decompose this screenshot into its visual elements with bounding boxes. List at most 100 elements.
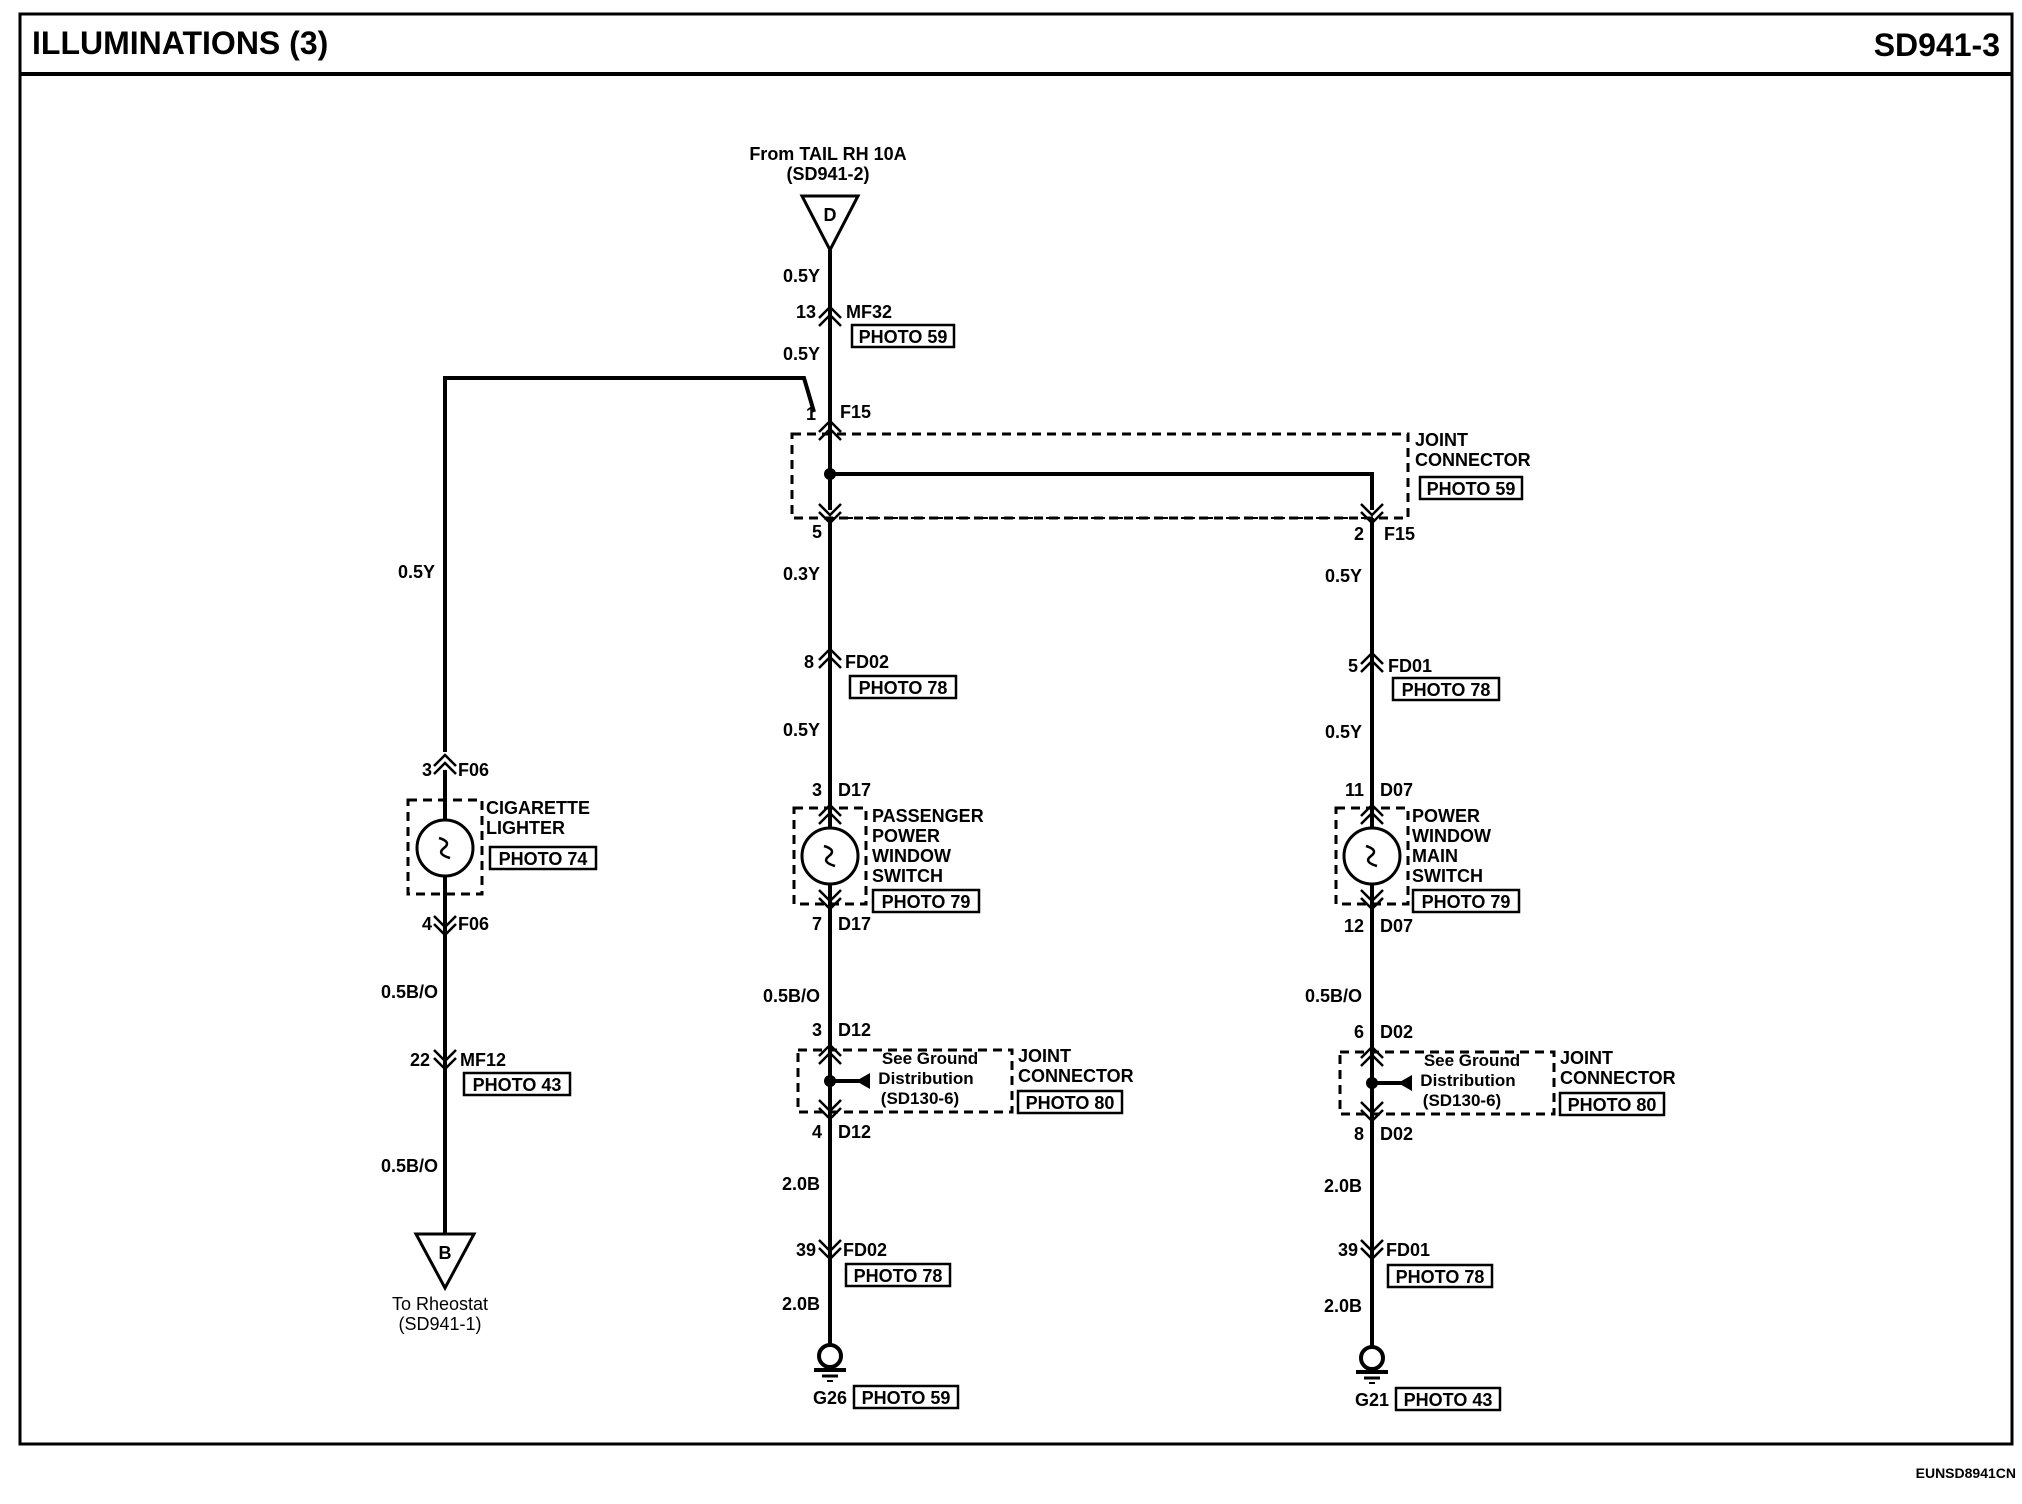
cigarette-lighter-photo: PHOTO 74 bbox=[499, 849, 588, 869]
passenger-switch-label-2: POWER bbox=[872, 826, 940, 846]
right-jc-in-name: D02 bbox=[1380, 1022, 1413, 1042]
center-jc-out-name: D12 bbox=[838, 1122, 871, 1142]
center-wire-spec-d: 2.0B bbox=[782, 1174, 820, 1194]
fd01-bottom-connector bbox=[1360, 1239, 1384, 1253]
center-fd-name: FD02 bbox=[845, 652, 889, 672]
mf32-pin: 13 bbox=[796, 302, 816, 322]
fd02-top-connector bbox=[818, 647, 842, 661]
joint-top-in-name: F15 bbox=[840, 402, 871, 422]
center-ground-arrow-icon bbox=[856, 1073, 870, 1089]
center-wire-spec-b: 0.5Y bbox=[783, 720, 820, 740]
diagram-code: SD941-3 bbox=[1874, 27, 2000, 63]
right-ground-note-3: (SD130-6) bbox=[1423, 1091, 1501, 1110]
right-ground-joint-box bbox=[1338, 1050, 1556, 1116]
left-wire-spec-mid: 0.5B/O bbox=[381, 982, 438, 1002]
left-out-name: F06 bbox=[458, 914, 489, 934]
center-sw-out-name: D17 bbox=[838, 914, 871, 934]
ground-g26-icon bbox=[817, 1343, 843, 1369]
passenger-switch-photo: PHOTO 79 bbox=[882, 892, 971, 912]
right-fd2-photo: PHOTO 78 bbox=[1396, 1267, 1485, 1287]
left-in-name: F06 bbox=[458, 760, 489, 780]
center-wire-spec-a: 0.3Y bbox=[783, 564, 820, 584]
joint-top-out-right-pin: 2 bbox=[1354, 524, 1364, 544]
source-terminal-letter: D bbox=[824, 205, 837, 225]
joint-top-out-right-name: F15 bbox=[1384, 524, 1415, 544]
destination-label: To Rheostat bbox=[392, 1294, 488, 1314]
passenger-switch-photo-box bbox=[871, 888, 981, 914]
main-switch-label-4: SWITCH bbox=[1412, 866, 1483, 886]
right-jc-label-2: CONNECTOR bbox=[1560, 1068, 1676, 1088]
right-jc-out-pin: 8 bbox=[1354, 1124, 1364, 1144]
center-jc-label-2: CONNECTOR bbox=[1018, 1066, 1134, 1086]
center-sw-in-pin: 3 bbox=[812, 780, 822, 800]
right-sw-in-pin: 11 bbox=[1345, 780, 1364, 800]
passenger-switch-box bbox=[792, 806, 868, 906]
right-jc-out-name: D02 bbox=[1380, 1124, 1413, 1144]
right-fd2-name: FD01 bbox=[1386, 1240, 1430, 1260]
passenger-switch-label-1: PASSENGER bbox=[872, 806, 984, 826]
fd02-bottom-connector bbox=[818, 1239, 842, 1253]
right-wire-spec-a: 0.5Y bbox=[1325, 566, 1362, 586]
source-label: From TAIL RH 10A bbox=[749, 144, 906, 164]
mf32-connector bbox=[818, 305, 842, 319]
center-wire-spec-e: 2.0B bbox=[782, 1294, 820, 1314]
center-fd-pin: 8 bbox=[804, 652, 814, 672]
destination-terminal-b bbox=[413, 1232, 477, 1292]
center-fd2-name: FD02 bbox=[843, 1240, 887, 1260]
center-jc-in-name: D12 bbox=[838, 1020, 871, 1040]
cigarette-lighter-label-1: CIGARETTE bbox=[486, 798, 590, 818]
right-ground-note-1: See Ground bbox=[1424, 1051, 1520, 1070]
mf12-photo: PHOTO 43 bbox=[473, 1075, 562, 1095]
cigarette-lighter-label-2: LIGHTER bbox=[486, 818, 565, 838]
left-wire-spec-bottom: 0.5B/O bbox=[381, 1156, 438, 1176]
right-ground-note-2: Distribution bbox=[1420, 1071, 1515, 1090]
f06-in-connector bbox=[433, 753, 457, 767]
center-wire-spec-c: 0.5B/O bbox=[763, 986, 820, 1006]
right-sw-in-name: D07 bbox=[1380, 780, 1413, 800]
main-switch-box bbox=[1334, 806, 1410, 906]
joint-top-out-left-pin: 5 bbox=[812, 522, 822, 542]
mf32-name: MF32 bbox=[846, 302, 892, 322]
mf12-photo-box bbox=[462, 1071, 572, 1097]
right-fd2-photo-box bbox=[1386, 1263, 1494, 1289]
diagram-frame bbox=[18, 12, 2014, 1446]
joint-top-in-pin: 1 bbox=[806, 404, 816, 424]
trunk-wire-spec-top: 0.5Y bbox=[783, 266, 820, 286]
joint-top-in-connector bbox=[818, 419, 842, 433]
center-sw-out-pin: 7 bbox=[812, 914, 822, 934]
right-fd-photo-box bbox=[1391, 676, 1501, 702]
right-wire-spec-e: 2.0B bbox=[1324, 1296, 1362, 1316]
main-switch-photo: PHOTO 79 bbox=[1422, 892, 1511, 912]
main-switch-photo-box bbox=[1411, 888, 1521, 914]
right-fd-pin: 5 bbox=[1348, 656, 1358, 676]
passenger-switch-label-3: WINDOW bbox=[872, 846, 951, 866]
center-jc-photo: PHOTO 80 bbox=[1026, 1093, 1115, 1113]
f06-out-connector bbox=[433, 915, 457, 929]
trunk-wire-spec-mid: 0.5Y bbox=[783, 344, 820, 364]
center-sw-in-name: D17 bbox=[838, 780, 871, 800]
ground-g21-icon bbox=[1359, 1345, 1385, 1371]
joint-top-label-1: JOINT bbox=[1415, 430, 1468, 450]
diagram-title: ILLUMINATIONS (3) bbox=[32, 25, 328, 61]
center-ground-note-3: (SD130-6) bbox=[881, 1089, 959, 1108]
right-jc-photo: PHOTO 80 bbox=[1568, 1095, 1657, 1115]
fd01-top-connector bbox=[1360, 651, 1384, 665]
center-fd2-photo-box bbox=[844, 1262, 952, 1288]
passenger-switch-label-4: SWITCH bbox=[872, 866, 943, 886]
left-feed-wire bbox=[443, 376, 816, 752]
main-switch-label-1: POWER bbox=[1412, 806, 1480, 826]
center-jc-in-pin: 3 bbox=[812, 1020, 822, 1040]
joint-top-out-right bbox=[1360, 503, 1384, 517]
right-fd-name: FD01 bbox=[1388, 656, 1432, 676]
mf32-photo-box bbox=[850, 323, 956, 349]
center-fd2-pin: 39 bbox=[796, 1240, 816, 1260]
center-fd-photo: PHOTO 78 bbox=[859, 678, 948, 698]
mf12-pin: 22 bbox=[410, 1050, 430, 1070]
right-fd-photo: PHOTO 78 bbox=[1402, 680, 1491, 700]
center-ground-note-2: Distribution bbox=[878, 1069, 973, 1088]
ground-g26-photo-box bbox=[852, 1384, 960, 1410]
destination-ref: (SD941-1) bbox=[398, 1314, 481, 1334]
left-wire-spec-top: 0.5Y bbox=[398, 562, 435, 582]
ground-g26-name: G26 bbox=[813, 1388, 847, 1408]
